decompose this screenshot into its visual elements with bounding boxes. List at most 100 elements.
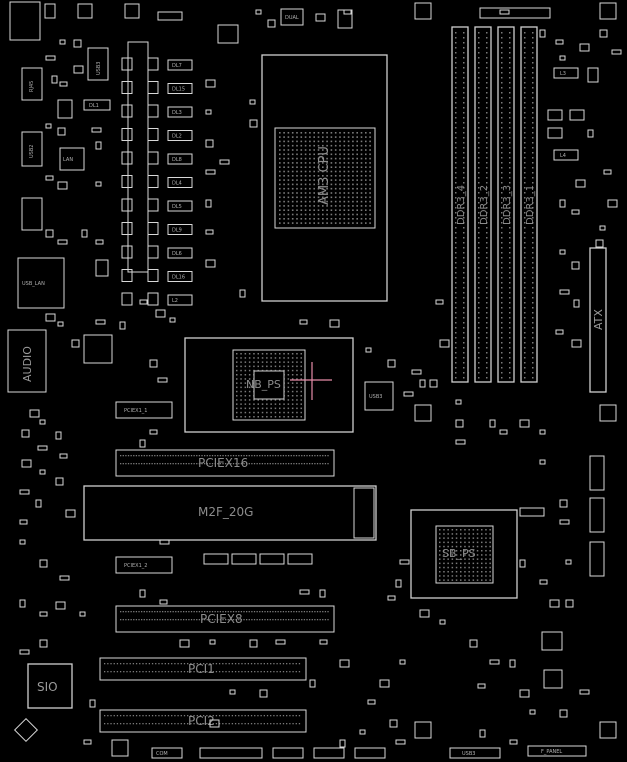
dimm-pin — [455, 212, 457, 214]
slot-pin — [311, 455, 313, 457]
dimm-pin — [478, 152, 480, 154]
cpu-pin — [365, 196, 367, 199]
nb-pin — [287, 357, 290, 359]
sb-pin — [447, 545, 449, 548]
smd-component — [59, 81, 68, 87]
dimm-pin — [455, 372, 457, 374]
slot-pin — [301, 455, 303, 457]
dimm-pin — [463, 32, 465, 34]
top-left-component — [44, 3, 56, 19]
dimm-pin — [524, 372, 526, 374]
nb-pin — [291, 407, 294, 410]
dimm-pin — [524, 227, 526, 229]
cpu-pin — [300, 209, 303, 211]
cpu-socket-outline — [261, 54, 388, 302]
slot-pin — [225, 663, 227, 665]
dimm-pin — [455, 47, 457, 49]
dimm-pin — [524, 352, 526, 354]
slot-pin — [180, 671, 182, 673]
slot-pin — [238, 663, 240, 665]
pciex1-2-slot — [115, 556, 173, 574]
smd-component — [45, 175, 54, 181]
cpu-pin — [300, 153, 303, 156]
dimm-pin — [509, 177, 511, 179]
sb-pin — [443, 545, 445, 548]
dimm-pin — [509, 322, 511, 324]
northbridge-chip — [232, 349, 306, 421]
sb-pin — [443, 562, 445, 565]
slot-pin — [193, 611, 195, 613]
smd-component — [599, 29, 608, 38]
cpu-pin — [356, 144, 358, 147]
nb-pin — [240, 416, 242, 418]
cpu-pin — [360, 222, 363, 224]
nb-pin — [257, 361, 259, 363]
slot-pin — [190, 723, 192, 725]
smd-component — [489, 419, 496, 428]
sb-pin — [489, 566, 491, 569]
dimm-pin — [455, 52, 457, 54]
cpu-pin — [334, 157, 337, 160]
smd-component — [469, 639, 478, 648]
vrm-cap — [121, 175, 133, 188]
slot-pin — [215, 715, 218, 717]
cpu-pin — [291, 132, 294, 134]
slot-pin — [183, 663, 186, 665]
cpu-pin — [313, 153, 315, 156]
cpu-pin — [287, 179, 290, 181]
slot-pin — [146, 619, 148, 621]
sb-pin — [451, 571, 454, 573]
slot-pin — [154, 463, 156, 465]
sata-header-2 — [589, 497, 605, 533]
cpu-pin — [369, 222, 371, 224]
dimm-pin — [486, 227, 488, 229]
sb-pin — [451, 550, 454, 552]
cpu-pin — [309, 162, 311, 164]
smd-component — [45, 123, 52, 129]
led-label: L2 — [172, 298, 178, 304]
slot-pin — [193, 455, 195, 457]
dimm-pin — [478, 307, 480, 309]
cpu-pin — [309, 222, 311, 224]
slot-pin — [113, 723, 115, 725]
cpu-pin — [304, 218, 307, 220]
smd-component — [149, 429, 158, 435]
slot-pin — [259, 611, 261, 613]
nb-pin — [279, 411, 281, 414]
cpu-pin — [317, 170, 320, 173]
dimm-pin — [486, 232, 488, 234]
cpu-pin — [283, 187, 285, 190]
dimm-pin — [501, 212, 503, 214]
dimm-pin — [509, 47, 511, 49]
cpu-pin — [287, 153, 290, 156]
cpu-pin — [334, 175, 337, 177]
cpu-pin — [339, 149, 341, 151]
cpu-pin — [334, 196, 337, 199]
cpu-pin — [304, 200, 307, 203]
southbridge-label: SB_PS — [442, 547, 476, 560]
dimm-pin — [478, 157, 480, 159]
cpu-pin — [360, 175, 363, 177]
slot-pin — [293, 463, 295, 465]
cpu-pin — [356, 132, 358, 134]
dimm-pin — [486, 332, 488, 334]
cpu-pin — [296, 205, 298, 207]
dimm-pin — [501, 182, 503, 184]
cpu-pin — [326, 179, 328, 181]
nb-pin — [248, 399, 251, 401]
slot-pin — [218, 663, 221, 665]
dimm-pin — [524, 312, 526, 314]
dimm-pin — [463, 302, 465, 304]
slot-pin — [298, 619, 300, 621]
sb-pin — [447, 554, 449, 556]
dimm-pin — [524, 332, 526, 334]
slot-pin — [180, 455, 182, 457]
slot-pin — [167, 663, 170, 665]
slot-pin — [289, 723, 291, 725]
dimm-pin — [486, 242, 488, 244]
sb-pin — [468, 579, 470, 581]
dimm-pin — [532, 37, 534, 39]
slot-pin — [151, 611, 153, 613]
dimm-pin — [524, 362, 526, 364]
